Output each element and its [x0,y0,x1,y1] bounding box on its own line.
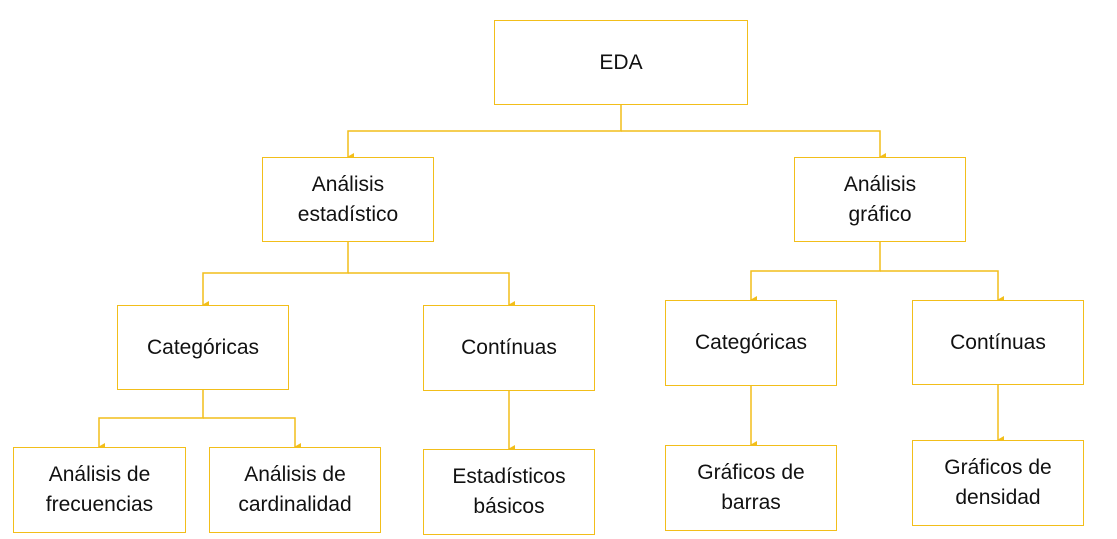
node-analisis-estadistico: Análisis estadístico [262,157,434,242]
node-analisis-frecuencias-label: Análisis de frecuencias [45,463,154,516]
node-grafico-continuas-label: Contínuas [950,330,1046,354]
node-estadistico-continuas-label: Contínuas [461,336,557,359]
node-analisis-cardinalidad: Análisis de cardinalidad [209,447,381,533]
node-eda: EDA [494,20,748,105]
node-analisis-frecuencias: Análisis de frecuencias [13,447,186,533]
node-estadistico-continuas: Contínuas [423,305,595,391]
connector-grafico-to-continuas [880,270,1004,304]
node-grafico-categoricas: Categóricas [665,300,837,386]
node-estadisticos-basicos: Estadísticos básicos [423,449,595,535]
connector-categoricas-to-frecuencias [98,390,204,451]
node-analisis-grafico: Análisis gráfico [794,157,966,242]
node-analisis-estadistico-label: Análisis estadístico [297,172,399,226]
node-grafico-categoricas-label: Categóricas [694,331,808,354]
node-estadistico-categoricas: Categóricas [117,305,289,390]
node-graficos-densidad-label: Gráficos de densidad [944,456,1052,509]
connector-categoricas-to-cardinalidad [203,417,301,451]
node-analisis-cardinalidad-label: Análisis de cardinalidad [238,463,352,516]
connector-estadistico-to-continuas [348,272,515,309]
node-estadistico-categoricas-label: Categóricas [146,335,260,359]
node-graficos-densidad: Gráficos de densidad [912,440,1084,526]
node-grafico-continuas: Contínuas [912,300,1084,385]
node-analisis-grafico-label: Análisis gráfico [843,172,917,226]
node-eda-label: EDA [599,50,643,74]
connector-eda-to-estadistico [347,105,622,161]
connector-estadistico-to-categoricas [202,242,349,309]
connector-eda-to-grafico [621,130,886,161]
connector-grafico-to-categoricas [750,242,881,304]
node-estadisticos-basicos-label: Estadísticos básicos [452,465,566,518]
node-graficos-barras-label: Gráficos de barras [697,461,805,514]
node-graficos-barras: Gráficos de barras [665,445,837,531]
